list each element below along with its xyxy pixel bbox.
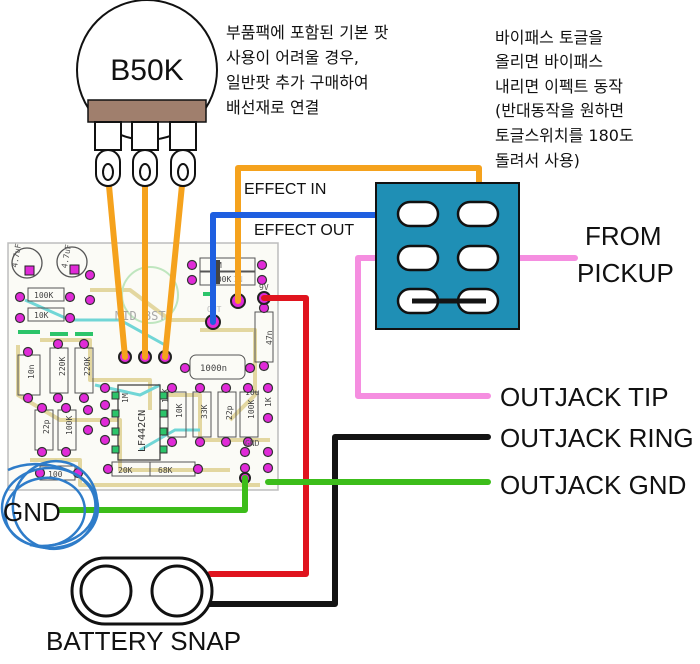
svg-text:22p: 22p <box>42 419 51 434</box>
svg-text:돌려서 사용): 돌려서 사용) <box>495 151 580 170</box>
outjack-ring-label: OUTJACK RING <box>500 423 694 453</box>
cap-electrolytic-2: 4.7uF <box>56 243 88 278</box>
effect-out-label: EFFECT OUT <box>254 222 354 239</box>
cap-electrolytic-1: 4.7uF <box>10 243 43 279</box>
svg-text:LF442CN: LF442CN <box>137 410 148 452</box>
svg-text:1M: 1M <box>121 393 130 403</box>
pot-note: 부품팩에 포함된 기본 팟 사용이 어려울 경우, 일반팟 추가 구매하여 배선… <box>226 23 389 117</box>
wire-gnd <box>57 475 248 513</box>
outjack-tip-label: OUTJACK TIP <box>500 382 669 412</box>
svg-text:100: 100 <box>48 470 63 479</box>
battery-snap <box>70 556 214 626</box>
svg-text:사용이 어려울 경우,: 사용이 어려울 경우, <box>226 48 359 67</box>
svg-text:47n: 47n <box>265 330 274 345</box>
wire-effect-out <box>210 212 413 325</box>
gnd-label: GND <box>3 497 61 527</box>
svg-text:10n: 10n <box>27 364 36 379</box>
svg-text:10K: 10K <box>34 311 49 320</box>
svg-text:220K: 220K <box>83 357 92 376</box>
svg-text:220K: 220K <box>58 357 67 376</box>
pad-9v-label: 9V <box>259 283 269 292</box>
battery-snap-label: BATTERY SNAP <box>46 626 241 656</box>
pad-gnd-label: GND <box>245 439 260 448</box>
svg-text:33K: 33K <box>200 404 209 419</box>
svg-text:부품팩에 포함된 기본 팟: 부품팩에 포함된 기본 팟 <box>226 23 389 42</box>
svg-text:1K: 1K <box>264 397 273 407</box>
wire-outjack-ring <box>207 434 491 607</box>
ic-chip: LF442CN <box>117 384 161 461</box>
svg-text:4.7uF: 4.7uF <box>10 243 23 268</box>
wire-pot-lug-3 <box>162 172 186 360</box>
wire-battery-red <box>207 295 309 577</box>
svg-text:100K: 100K <box>247 400 256 419</box>
wires <box>57 165 578 607</box>
svg-text:4.7uF: 4.7uF <box>60 243 73 268</box>
svg-text:올리면 바이패스: 올리면 바이패스 <box>495 52 603 71</box>
wire-pot-lug-1 <box>105 172 128 360</box>
svg-text:68K: 68K <box>158 466 173 475</box>
svg-text:PICKUP: PICKUP <box>577 258 674 288</box>
svg-text:FROM: FROM <box>585 221 662 251</box>
svg-text:100K: 100K <box>34 291 53 300</box>
toggle-switch <box>375 182 520 330</box>
svg-text:20K: 20K <box>118 466 133 475</box>
switch-note: 바이패스 토글을 올리면 바이패스 내리면 이펙트 동작 (반대동작을 원하면 … <box>495 28 634 170</box>
pcb-pads <box>14 259 274 479</box>
gnd-scribble <box>0 459 100 551</box>
svg-text:배선재로 연결: 배선재로 연결 <box>226 98 319 117</box>
outjack-gnd-label: OUTJACK GND <box>500 470 686 500</box>
svg-text:일반팟 추가 구매하여: 일반팟 추가 구매하여 <box>226 73 369 92</box>
svg-text:내리면 이펙트 동작: 내리면 이펙트 동작 <box>495 77 623 96</box>
svg-text:바이패스 토글을: 바이패스 토글을 <box>495 28 603 47</box>
potentiometer: B50K <box>76 0 218 187</box>
effect-in-label: EFFECT IN <box>244 181 326 198</box>
svg-text:10K: 10K <box>175 403 184 418</box>
pcb-title: MID BST <box>115 309 166 323</box>
svg-text:(반대동작을 원하면: (반대동작을 원하면 <box>495 101 624 120</box>
svg-text:토글스위치를 180도: 토글스위치를 180도 <box>495 126 634 145</box>
from-pickup-label: FROM PICKUP <box>577 221 674 288</box>
svg-text:22p: 22p <box>225 405 234 420</box>
svg-text:100K: 100K <box>65 416 74 435</box>
svg-text:100K: 100K <box>212 275 231 284</box>
pot-label: B50K <box>110 54 183 87</box>
svg-text:10u: 10u <box>245 388 260 397</box>
svg-text:1000n: 1000n <box>200 364 227 374</box>
